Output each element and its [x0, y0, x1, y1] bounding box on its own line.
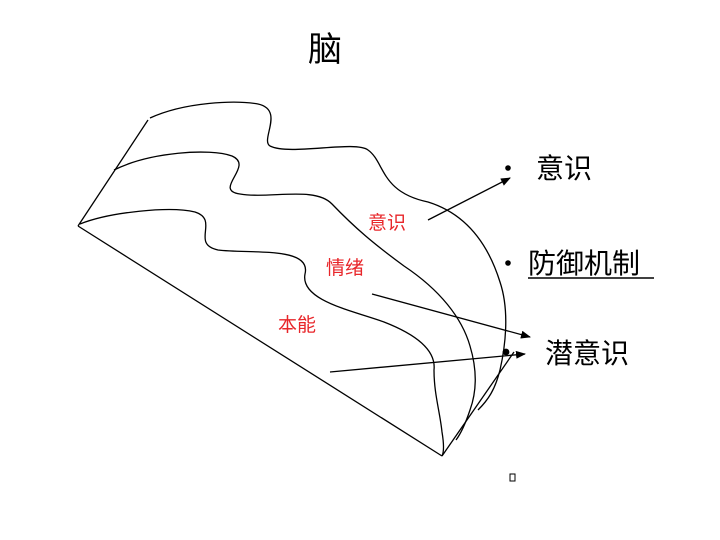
bullet-dot-1 — [505, 165, 511, 171]
small-box-marker — [509, 473, 516, 482]
bullet-conscious: 意识 — [536, 152, 592, 185]
arrow-emotion-to-subconscious — [371, 293, 531, 339]
bullet-dot-3 — [502, 348, 510, 356]
arrow-conscious-to-bullet — [427, 177, 511, 221]
wave-middle — [113, 151, 476, 441]
slide-title: 脑 — [308, 30, 342, 70]
layer-label-emotion: 情绪 — [326, 257, 364, 279]
bullet-dot-2 — [505, 260, 511, 266]
diagram-left-edge — [77, 119, 149, 227]
wave-inner — [79, 208, 445, 457]
layer-label-conscious: 意识 — [368, 212, 406, 234]
layer-label-instinct: 本能 — [278, 314, 316, 336]
arrow-instinct-to-subconscious — [329, 350, 526, 373]
diagram-bottom-edge — [77, 225, 443, 457]
diagram-right-edge — [441, 351, 515, 457]
bullet-defense-mechanism: 防御机制 — [528, 247, 640, 280]
bullet-subconscious: 潜意识 — [545, 337, 629, 370]
wave-outer — [149, 101, 507, 411]
